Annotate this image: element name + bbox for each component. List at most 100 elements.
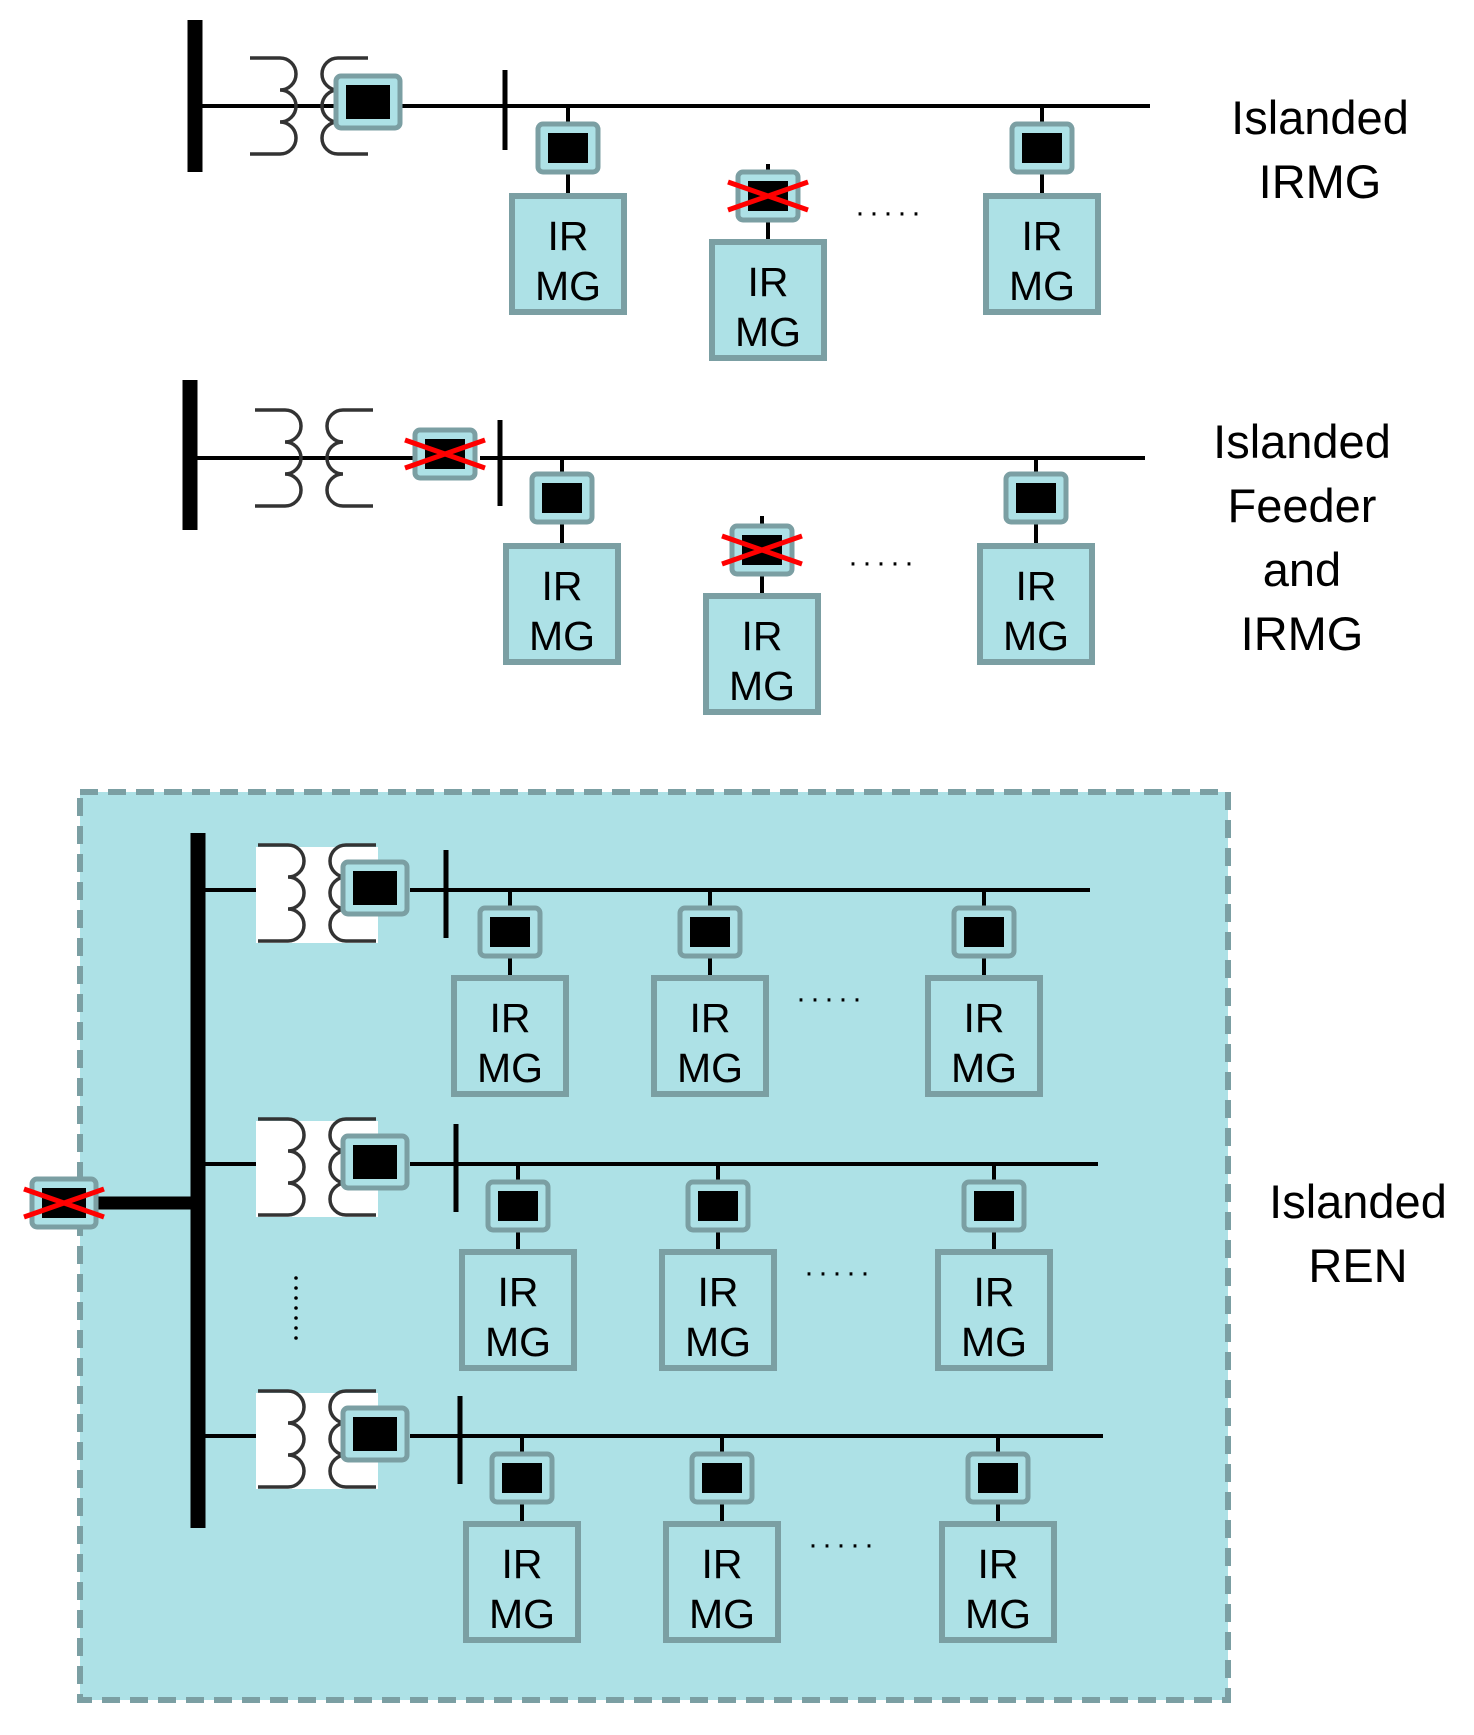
sec3-feeder3-main-breaker-core — [353, 1417, 397, 1451]
label-feeder-line2: Feeder — [1228, 479, 1377, 532]
sec1-transformer-secondary-coil — [320, 56, 368, 156]
sec1-mg-2-label-mg: MG — [735, 309, 801, 355]
sec3-vertical-ellipsis-dot — [294, 1296, 298, 1300]
sec3-open-mark-tie — [23, 1186, 105, 1220]
sec3-feeder3-mg-2 — [663, 1521, 781, 1643]
sec2-transformer-secondary-coil — [325, 408, 373, 508]
label-irmg-line1: Islanded — [1231, 91, 1409, 144]
sec3-feeder3-mg-3 — [939, 1521, 1057, 1643]
sec3-feeder1-mg-3-label-ir: IR — [964, 995, 1005, 1041]
sec3-feeder1-ellipsis: ····· — [796, 982, 866, 1015]
sec2-breaker-3-core — [1016, 483, 1056, 513]
sec3-feeder2-mg-2 — [659, 1249, 777, 1371]
scenario-labels: Islanded IRMG Islanded Feeder and IRMG I… — [1213, 91, 1447, 1292]
sec3-feeder2-mg-2-label-mg: MG — [685, 1319, 751, 1365]
sec3-feeder2-mg-3-label-mg: MG — [961, 1319, 1027, 1365]
sec2-transformer — [255, 408, 373, 508]
sec1-mg-1-label-mg: MG — [535, 263, 601, 309]
sec3-feeder2-mg-1-label-ir: IR — [498, 1269, 539, 1315]
sec3-feeder2-breaker-2-core — [698, 1191, 738, 1221]
sec3-vertical-ellipsis-dot — [294, 1316, 298, 1320]
sec3-feeder1-transformer-secondary-coil — [328, 843, 376, 943]
sec1-main-breaker-core — [346, 85, 390, 119]
sec1-mg-3 — [983, 193, 1101, 315]
sec3-vertical-ellipsis-dot — [294, 1336, 298, 1340]
label-feeder-line3: and — [1263, 543, 1341, 596]
sec3-feeder2-mg-1 — [459, 1249, 577, 1371]
sec3-feeder1-mg-1-label-mg: MG — [477, 1045, 543, 1091]
sec1-transformer-primary-coil — [250, 56, 298, 156]
sec3-feeder1-mg-1 — [451, 975, 569, 1097]
sec3-feeder1-mg-3-label-mg: MG — [951, 1045, 1017, 1091]
sec1-transformer — [250, 56, 368, 156]
sec3-feeder1-mg-2-label-mg: MG — [677, 1045, 743, 1091]
sec3-feeder2-breaker-1-core — [498, 1191, 538, 1221]
sec2-open-mark-main — [404, 437, 486, 471]
sec3-feeder2-ellipsis: ····· — [804, 1256, 874, 1289]
sec3-feeder1-mg-2-label-ir: IR — [690, 995, 731, 1041]
label-ren-line2: REN — [1308, 1239, 1407, 1292]
sec3-feeder3-transformer-primary-coil — [258, 1389, 306, 1489]
sec3-feeder3-mg-1-label-mg: MG — [489, 1591, 555, 1637]
sec2-mg-1-label-mg: MG — [529, 613, 595, 659]
label-ren-line1: Islanded — [1269, 1175, 1447, 1228]
sec3-feeder3-breaker-1-core — [502, 1463, 542, 1493]
label-feeder-line1: Islanded — [1213, 415, 1391, 468]
sec3-vertical-ellipsis-dot — [294, 1306, 298, 1310]
sec3-feeder3-mg-1 — [463, 1521, 581, 1643]
sec3-feeder1-transformer-primary-coil — [258, 843, 306, 943]
sec1-ellipsis: ····· — [855, 196, 925, 229]
sec3-feeder3-breaker-2-core — [702, 1463, 742, 1493]
sec3-vertical-ellipsis-dot — [294, 1286, 298, 1290]
sec3-feeder1-mg-1-label-ir: IR — [490, 995, 531, 1041]
sec1-breaker-1-core — [548, 133, 588, 163]
sec2-mg-2-label-ir: IR — [742, 613, 783, 659]
sec3-vertical-ellipsis-dot — [294, 1326, 298, 1330]
sec3-feeder2-mg-3-label-ir: IR — [974, 1269, 1015, 1315]
sec1-breaker-3-core — [1022, 133, 1062, 163]
sec2-transformer-primary-coil — [255, 408, 303, 508]
label-feeder-line4: IRMG — [1241, 607, 1364, 660]
sec2-mg-1 — [503, 543, 621, 665]
sec3-feeder1-mg-2 — [651, 975, 769, 1097]
sec1-mg-1 — [509, 193, 627, 315]
sec1-open-mark-2 — [727, 179, 809, 213]
sec3-feeder3-ellipsis: ····· — [808, 1528, 878, 1561]
sec2-breaker-1-core — [542, 483, 582, 513]
sec3-feeder1-mg-3 — [925, 975, 1043, 1097]
sec3-feeder1-breaker-1-core — [490, 917, 530, 947]
sec3-feeder3-breaker-3-core — [978, 1463, 1018, 1493]
sec3-feeder1-breaker-3-core — [964, 917, 1004, 947]
sec3-feeder3-transformer-secondary-coil — [328, 1389, 376, 1489]
sec2-mg-2-label-mg: MG — [729, 663, 795, 709]
sec3-feeder2-breaker-3-core — [974, 1191, 1014, 1221]
sec2-mg-1-label-ir: IR — [542, 563, 583, 609]
sec3-feeder2-main-breaker-core — [353, 1145, 397, 1179]
sec3-feeder2-transformer-secondary-coil — [328, 1117, 376, 1217]
sec3-feeder2-mg-3 — [935, 1249, 1053, 1371]
sec2-ellipsis: ····· — [848, 546, 918, 579]
sec3-feeder1-breaker-2-core — [690, 917, 730, 947]
sec3-feeder3-mg-1-label-ir: IR — [502, 1541, 543, 1587]
sec1-mg-2-label-ir: IR — [748, 259, 789, 305]
sec3-feeder3-mg-3-label-ir: IR — [978, 1541, 1019, 1587]
sec2-mg-3-label-ir: IR — [1016, 563, 1057, 609]
sec3-feeder1-main-breaker-core — [353, 871, 397, 905]
sec3-feeder2-transformer-primary-coil — [258, 1117, 306, 1217]
sec1-mg-3-label-ir: IR — [1022, 213, 1063, 259]
sec2-mg-3 — [977, 543, 1095, 665]
sec2-open-mark-2 — [721, 533, 803, 567]
sec2-mg-2 — [703, 593, 821, 715]
sec1-mg-2 — [709, 239, 827, 361]
sec3-feeder3-mg-3-label-mg: MG — [965, 1591, 1031, 1637]
sec2-mg-3-label-mg: MG — [1003, 613, 1069, 659]
label-irmg-line2: IRMG — [1259, 155, 1382, 208]
sec3-feeder2-mg-1-label-mg: MG — [485, 1319, 551, 1365]
sec1-mg-3-label-mg: MG — [1009, 263, 1075, 309]
sec3-vertical-ellipsis-dot — [294, 1276, 298, 1280]
sec3-feeder2-mg-2-label-ir: IR — [698, 1269, 739, 1315]
sec3-feeder3-mg-2-label-ir: IR — [702, 1541, 743, 1587]
sec1-mg-1-label-ir: IR — [548, 213, 589, 259]
